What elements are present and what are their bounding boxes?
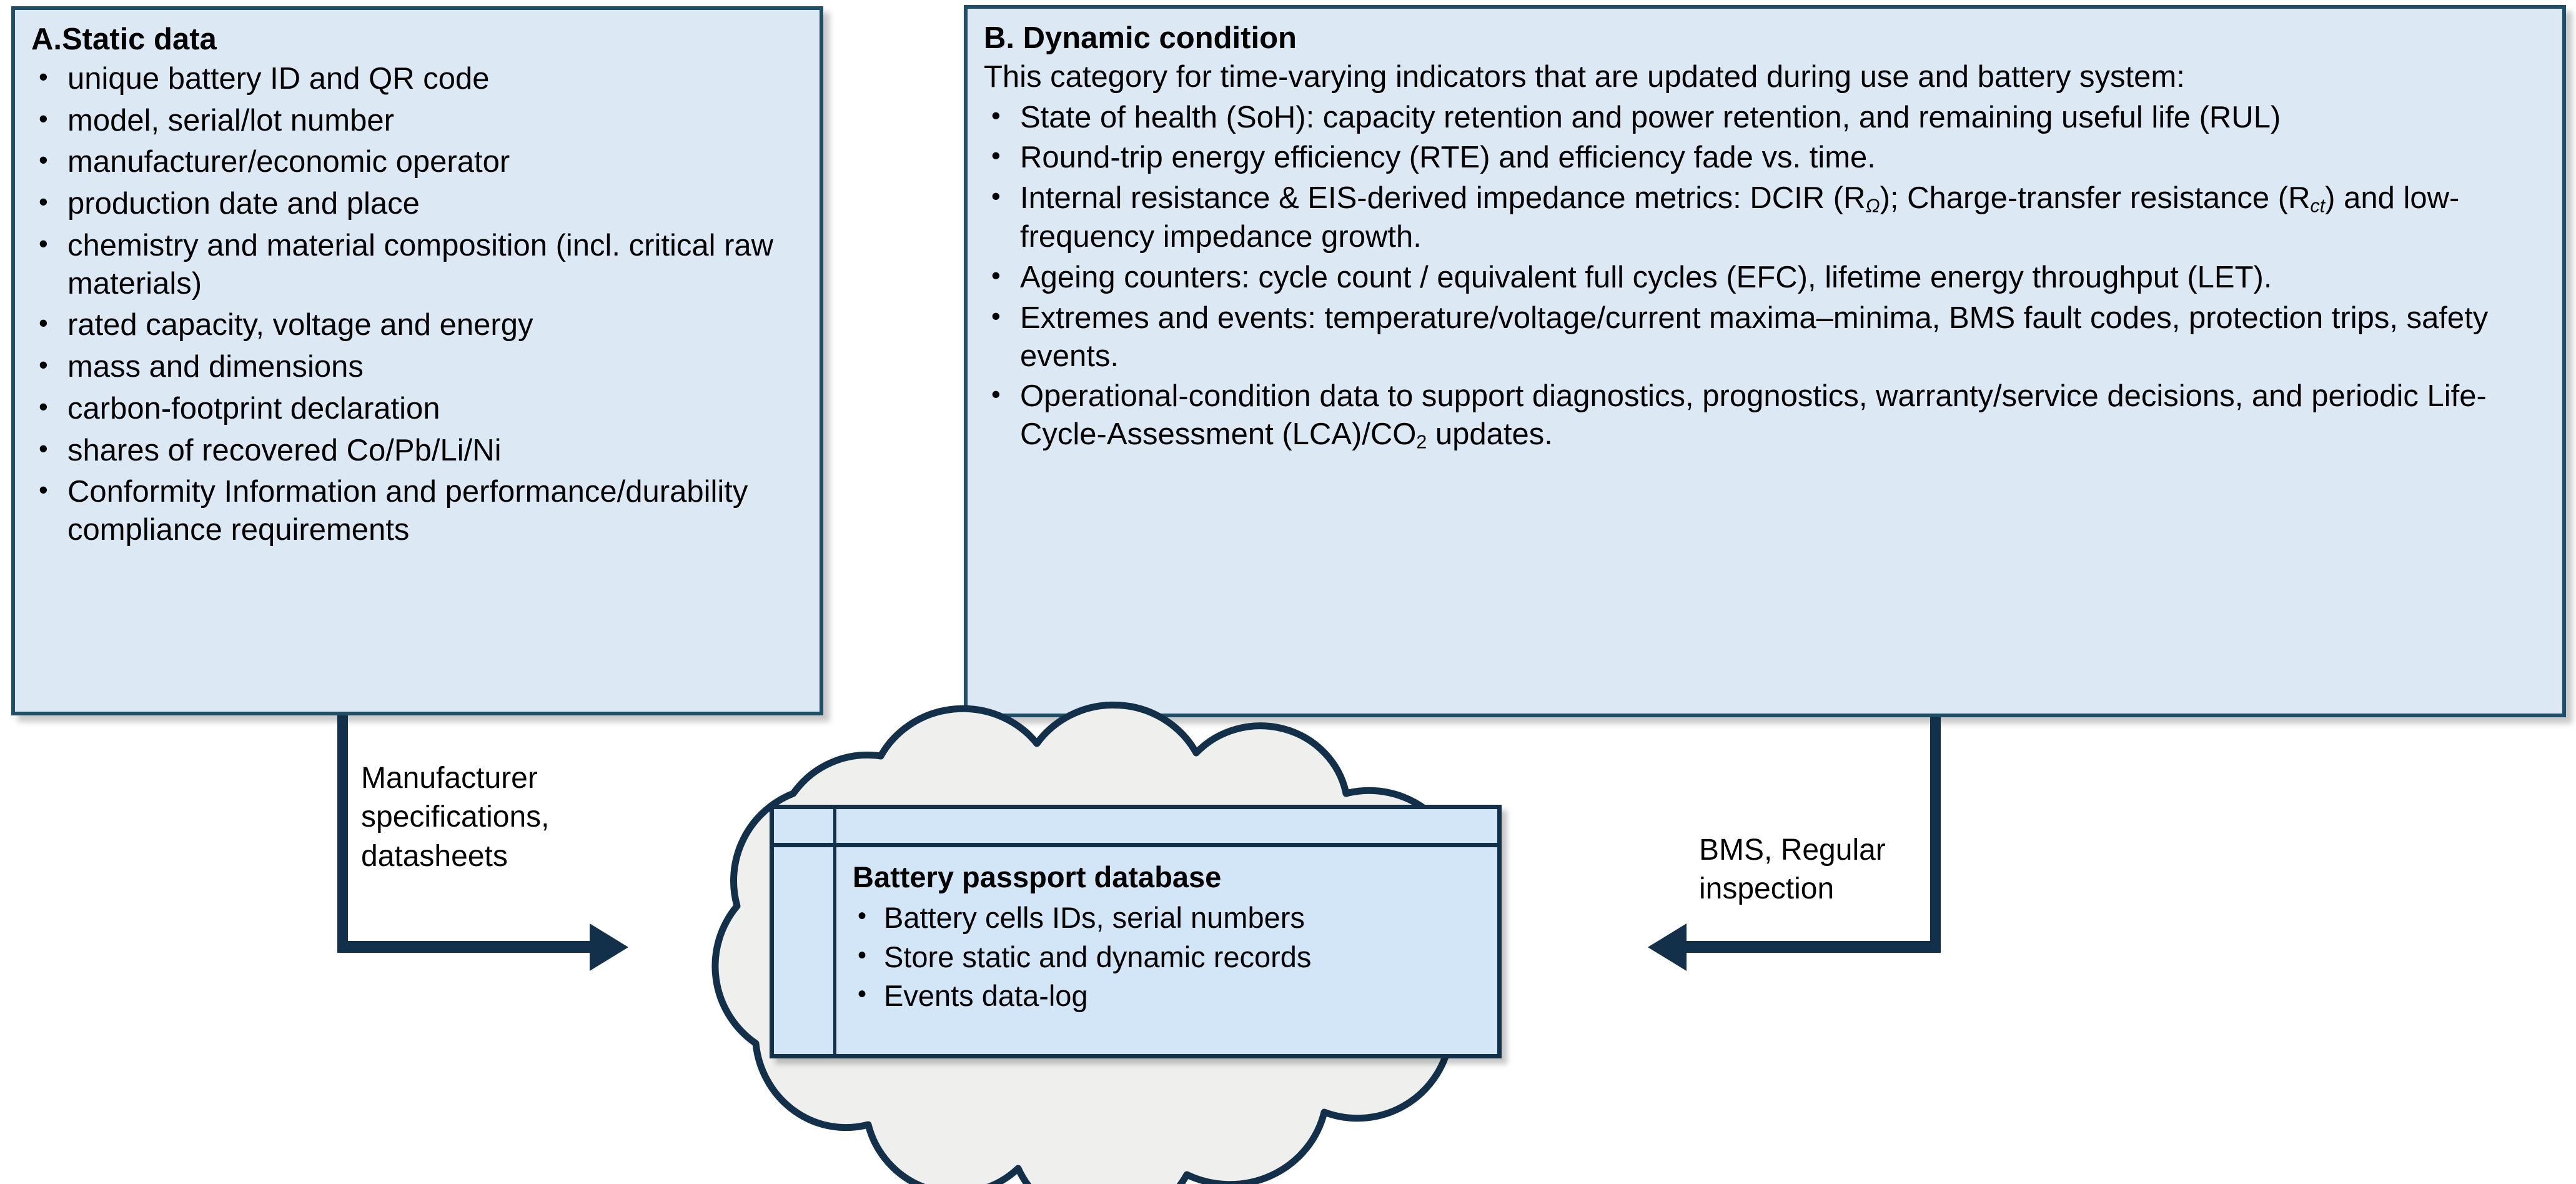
- list-item: shares of recovered Co/Pb/Li/Ni: [31, 430, 803, 470]
- list-item: State of health (SoH): capacity retentio…: [984, 97, 2546, 137]
- list-item: Ageing counters: cycle count / equivalen…: [984, 257, 2546, 297]
- connector-left-label: Manufacturer specifications, datasheets: [361, 762, 550, 873]
- list-item: Battery cells IDs, serial numbers: [853, 898, 1486, 936]
- dynamic-condition-list: State of health (SoH): capacity retentio…: [984, 97, 2546, 455]
- connector-left-vertical: [337, 715, 348, 952]
- list-item: Store static and dynamic records: [853, 938, 1486, 975]
- list-item: model, serial/lot number: [31, 101, 803, 140]
- list-item: rated capacity, voltage and energy: [31, 305, 803, 344]
- static-data-content: A.Static data unique battery ID and QR c…: [15, 10, 820, 549]
- battery-passport-database-table: Battery passport database Battery cells …: [770, 805, 1502, 1058]
- connector-left-horizontal: [337, 941, 593, 953]
- database-list: Battery cells IDs, serial numbers Store …: [853, 898, 1486, 1014]
- list-item: carbon-footprint declaration: [31, 389, 803, 428]
- static-data-title: A.Static data: [31, 22, 217, 56]
- list-item: manufacturer/economic operator: [31, 142, 803, 181]
- connector-right-vertical: [1930, 717, 1941, 952]
- list-item: chemistry and material composition (incl…: [31, 226, 803, 303]
- connector-right-horizontal: [1687, 941, 1941, 953]
- list-item: Events data-log: [853, 977, 1486, 1014]
- list-item: Conformity Information and performance/d…: [31, 472, 803, 549]
- list-item: unique battery ID and QR code: [31, 59, 803, 98]
- table-header-row: [774, 809, 1497, 847]
- dynamic-condition-title: B. Dynamic condition: [984, 21, 1297, 55]
- list-item: Round-trip energy efficiency (RTE) and e…: [984, 137, 2546, 177]
- table-header-cell-right: [836, 809, 1497, 843]
- table-body-row: Battery passport database Battery cells …: [774, 847, 1497, 1054]
- arrowhead-right-icon: [590, 923, 628, 971]
- table-body-cell-right: Battery passport database Battery cells …: [836, 847, 1497, 1054]
- static-data-list: unique battery ID and QR code model, ser…: [31, 59, 803, 549]
- list-item: production date and place: [31, 184, 803, 223]
- database-title: Battery passport database: [853, 860, 1222, 893]
- list-item: mass and dimensions: [31, 347, 803, 386]
- arrowhead-left-icon: [1648, 923, 1687, 971]
- static-data-box: A.Static data unique battery ID and QR c…: [11, 6, 823, 715]
- list-item: Extremes and events: temperature/voltage…: [984, 298, 2546, 376]
- connector-right-label: BMS, Regular inspection: [1699, 833, 1886, 906]
- table-body-cell-left: [774, 847, 836, 1054]
- list-item-lca: Operational-condition data to support di…: [984, 376, 2546, 454]
- dynamic-condition-box: B. Dynamic condition This category for t…: [964, 5, 2566, 717]
- table-header-cell-left: [774, 809, 836, 843]
- dynamic-condition-content: B. Dynamic condition This category for t…: [968, 9, 2562, 454]
- list-item-impedance: Internal resistance & EIS-derived impeda…: [984, 178, 2546, 256]
- dynamic-condition-intro: This category for time-varying indicator…: [984, 59, 2185, 94]
